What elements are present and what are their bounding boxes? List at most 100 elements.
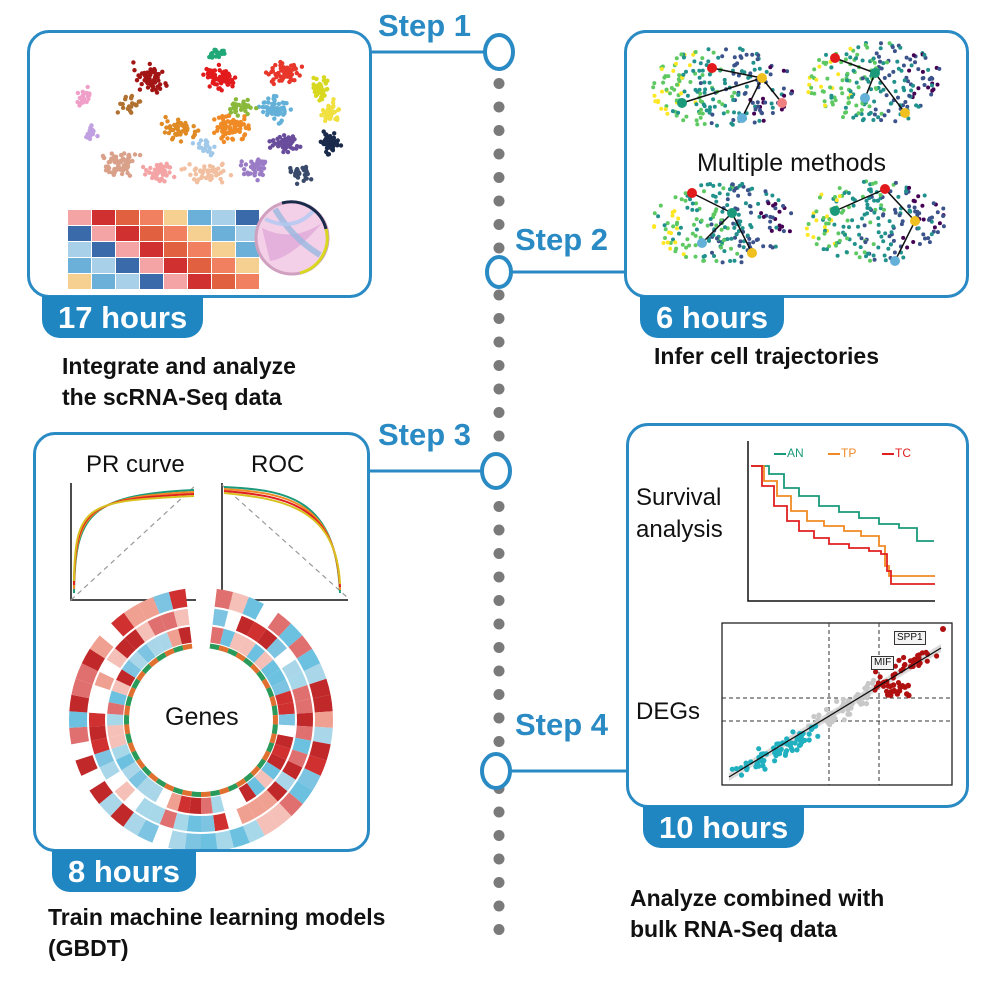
umap-point [293, 66, 298, 71]
survival-label-line2: analysis [636, 516, 723, 543]
trajectory-point [927, 240, 932, 245]
umap-point [277, 143, 282, 148]
hours-badge-step-1: 17 hours [42, 296, 204, 338]
trajectory-point [883, 231, 888, 236]
trajectory-point [681, 72, 686, 77]
pr-diagonal [70, 484, 197, 601]
umap-point [126, 104, 132, 109]
umap-point [277, 134, 282, 140]
trajectory-point [721, 186, 726, 191]
trajectory-point [674, 56, 679, 61]
umap-point [288, 107, 293, 112]
trajectory-point [750, 100, 755, 105]
circular-heatmap-cell [257, 629, 278, 650]
timeline-node-step-2 [485, 255, 513, 289]
circular-heatmap-cell [135, 797, 155, 819]
panel-step-2: Multiple methods [624, 30, 969, 298]
umap-point [223, 124, 229, 130]
trajectory-point [727, 187, 732, 192]
trajectory-point [755, 237, 760, 242]
umap-point [137, 87, 143, 92]
trajectory-point [671, 237, 675, 242]
trajectory-point [878, 89, 883, 94]
trajectory-point [897, 213, 902, 218]
trajectory-point [664, 104, 669, 109]
deg-point [778, 741, 784, 747]
trajectory-node [747, 248, 757, 258]
trajectory-point [694, 102, 699, 107]
circular-heatmap-cell [288, 635, 313, 659]
trajectory-point [843, 57, 848, 62]
circular-annotation-cell [218, 786, 230, 795]
trajectory-point [781, 86, 786, 91]
circular-heatmap-cell [69, 694, 90, 713]
deg-point [841, 717, 847, 723]
trajectory-point [743, 201, 748, 206]
circular-heatmap-cell [210, 795, 225, 814]
circular-heatmap-cell [254, 769, 274, 789]
umap-point [227, 73, 232, 79]
heatmap-cell [188, 274, 211, 289]
circular-annotation-cell [250, 765, 261, 777]
trajectory-point [916, 86, 921, 91]
trajectory-edge [731, 212, 753, 254]
circular-heatmap-cell [296, 712, 314, 727]
circular-annotation-cell [148, 772, 159, 783]
circular-heatmap-cell [201, 815, 216, 832]
trajectory-point [768, 65, 773, 70]
trajectory-point [745, 233, 750, 238]
trajectory-point [821, 247, 826, 252]
trajectory-point [907, 204, 912, 209]
trajectory-point [781, 68, 786, 73]
circular-heatmap-cell [260, 659, 281, 678]
chord-link [272, 207, 322, 258]
trajectory-point [690, 201, 695, 206]
trajectory-point [907, 68, 912, 73]
umap-point [156, 78, 161, 83]
heatmap-cell [212, 274, 235, 289]
umap-point [219, 180, 225, 185]
trajectory-point [850, 218, 855, 223]
circular-heatmap-cell [220, 792, 236, 811]
trajectory-point [905, 104, 910, 109]
trajectory-point [736, 92, 741, 97]
trajectory-point [837, 186, 842, 191]
umap-point [165, 119, 170, 124]
trajectory-point [814, 77, 819, 82]
umap-point [207, 84, 212, 89]
umap-point [203, 142, 209, 147]
survival-curve-an [751, 465, 934, 542]
trajectory-point [931, 201, 936, 206]
trajectory-point [905, 245, 910, 250]
circular-heatmap-cell [242, 597, 264, 620]
trajectory-point [871, 242, 876, 247]
deg-point [756, 746, 762, 752]
heatmap-cell [68, 242, 91, 257]
umap-point [166, 130, 172, 136]
umap-point [100, 153, 106, 159]
umap-point [271, 110, 277, 115]
deg-point [875, 680, 881, 686]
trajectory-point [652, 225, 657, 229]
umap-point [263, 105, 268, 110]
trajectory-point [851, 48, 856, 53]
umap-point [173, 131, 178, 137]
deg-point [729, 766, 735, 772]
umap-point [245, 111, 250, 117]
circular-heatmap-cell [256, 812, 279, 836]
circular-heatmap-cell [289, 780, 313, 804]
trajectory-point [885, 60, 889, 65]
trajectory-point [785, 69, 790, 74]
deg-point [862, 685, 868, 691]
timeline-dot [493, 501, 505, 512]
timeline-dot [493, 195, 505, 207]
circular-annotation-cell [141, 765, 152, 777]
trajectory-point [862, 223, 867, 228]
spp1-callout: SPP1 [894, 631, 926, 645]
trajectory-point [882, 207, 886, 212]
umap-point [283, 145, 289, 150]
trajectory-point [902, 78, 907, 83]
umap-point [164, 125, 169, 130]
umap-point [159, 121, 164, 127]
